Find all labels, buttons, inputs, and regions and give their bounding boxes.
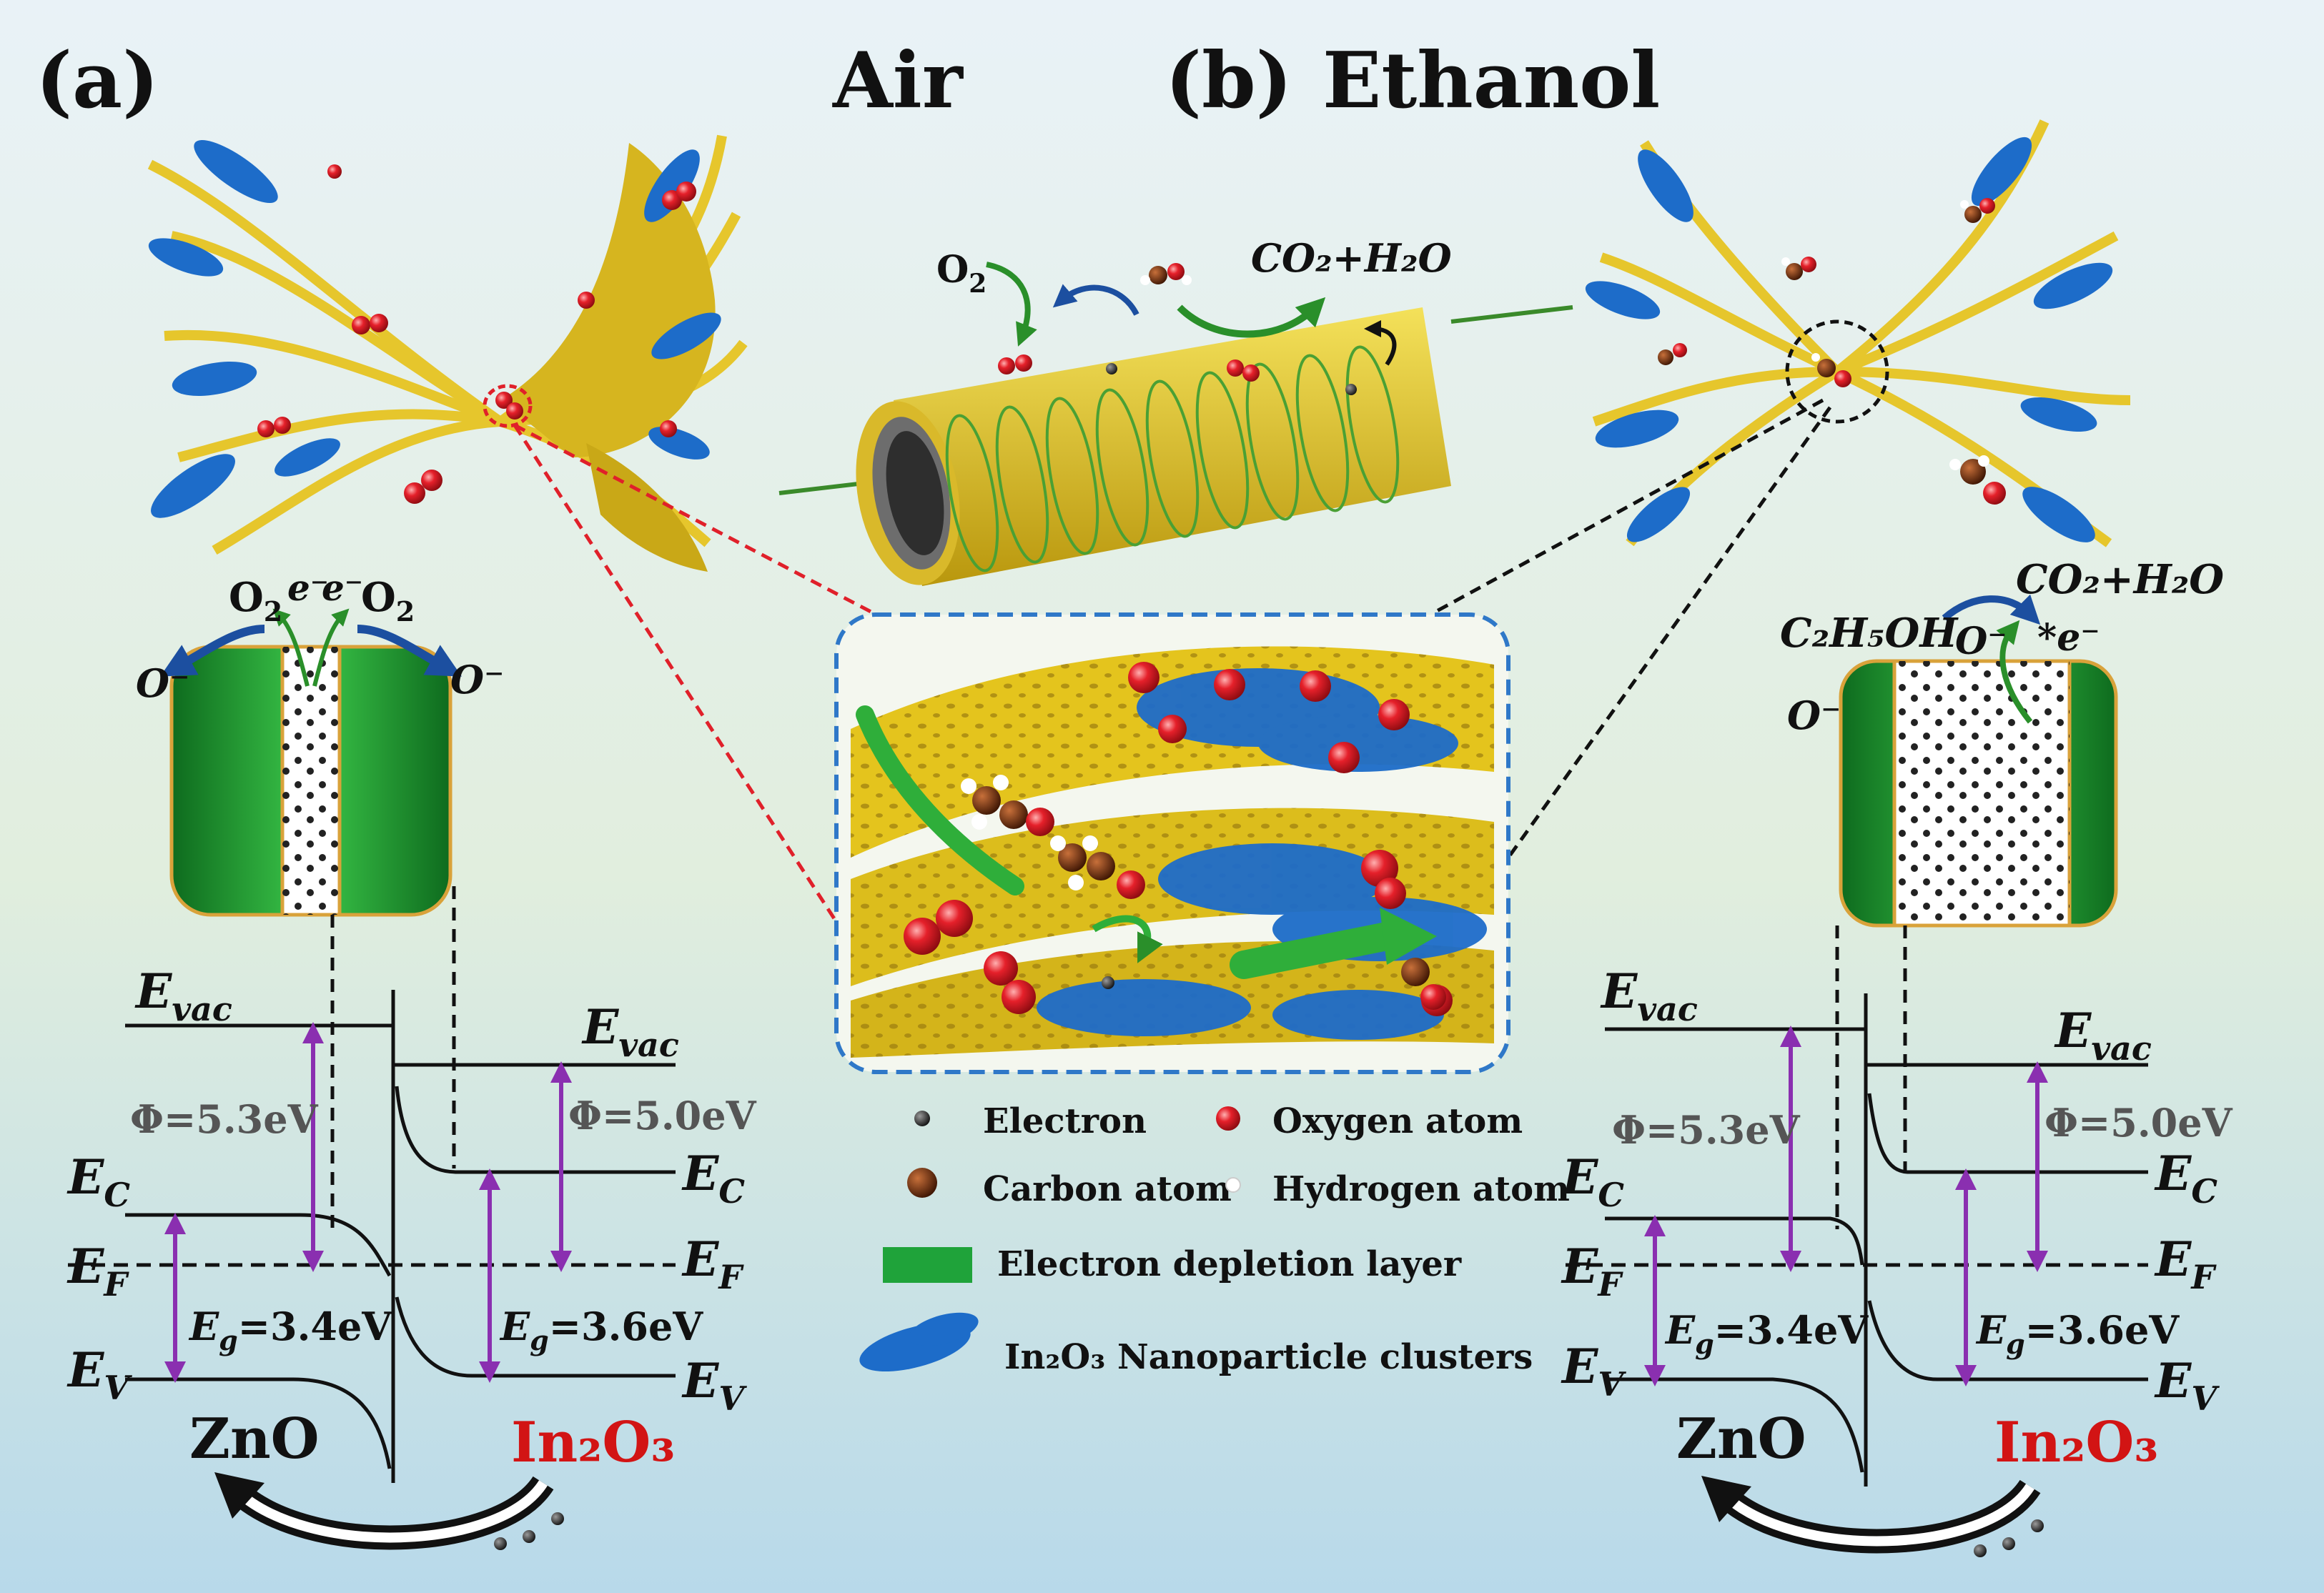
ethanol-ev-zno-label: EV: [1561, 1339, 1626, 1404]
air-e-left-label: e⁻: [287, 567, 329, 609]
air-ec-zno-label: EC: [66, 1149, 130, 1214]
legend-carbon-marker: [907, 1168, 937, 1198]
air-eg-in2o3-label: Eg=3.6eV: [499, 1304, 703, 1356]
ethanol-co2-h2o-label: CO₂+H₂O: [2016, 556, 2224, 603]
ethanol-ef-zno-label: EF: [1561, 1239, 1623, 1304]
zoom-detail-box: [834, 612, 1510, 1074]
legend-clusters-marker: [859, 1312, 979, 1372]
air-heading: Air: [832, 36, 964, 126]
legend: Electron Oxygen atom Carbon atom Hydroge…: [859, 1101, 1570, 1377]
band-diagram-air: Evac Evac Φ=5.3eV Φ=5.0eV EC EC EF EF Eg…: [66, 886, 757, 1550]
ethanol-eg-in2o3-label: Eg=3.6eV: [1975, 1307, 2180, 1360]
ethanol-heading: Ethanol: [1322, 36, 1660, 126]
cylinder-sensor-illustration: O2 CO₂+H₂O: [778, 235, 1573, 586]
air-in2o3-label: In₂O₃: [511, 1410, 675, 1475]
ethanol-evac-zno-label: Evac: [1600, 963, 1698, 1028]
ethanol-ec-zno-label: EC: [1561, 1149, 1624, 1214]
legend-depletion-label: Electron depletion layer: [997, 1244, 1462, 1284]
ethanol-o-minus-left-label: O⁻: [1787, 693, 1841, 738]
panel-b-label: (b): [1165, 36, 1292, 126]
ethanol-phi-zno-label: Φ=5.3eV: [1612, 1107, 1801, 1153]
air-o-minus-left-label: O⁻: [136, 660, 190, 706]
callout-line-air-lower: [513, 424, 839, 923]
cylinder-o2-label: O2: [936, 248, 987, 299]
legend-hydrogen-label: Hydrogen atom: [1272, 1169, 1570, 1209]
air-ef-zno-label: EF: [66, 1239, 129, 1304]
legend-clusters-label: In₂O₃ Nanoparticle clusters: [1004, 1337, 1533, 1377]
ethanol-phi-in2o3-label: Φ=5.0eV: [2044, 1100, 2233, 1146]
ethanol-eg-zno-label: Eg=3.4eV: [1664, 1307, 1869, 1360]
air-o-minus-right-label: O⁻: [450, 657, 505, 703]
legend-oxygen-marker: [1216, 1106, 1240, 1131]
ethanol-ef-in2o3-label: EF: [2154, 1231, 2217, 1296]
air-eg-zno-label: Eg=3.4eV: [188, 1304, 392, 1356]
depletion-layer-schematic-ethanol: CO₂+H₂O C₂H₅OH O⁻ *e⁻ O⁻: [1780, 556, 2224, 928]
nanoflower-illustration-air: [147, 134, 748, 572]
legend-electron-label: Electron: [983, 1101, 1147, 1141]
air-o2-left-label: O2: [229, 574, 282, 627]
nanoflower-illustration-ethanol: [1585, 119, 2131, 547]
air-ec-in2o3-label: EC: [681, 1146, 745, 1211]
ethanol-e-star-label: *e⁻: [2037, 616, 2100, 660]
legend-depletion-marker: [883, 1247, 972, 1283]
ethanol-evac-in2o3-label: Evac: [2054, 1003, 2152, 1068]
air-phi-in2o3-label: Φ=5.0eV: [568, 1093, 757, 1138]
ethanol-c2h5oh-label: C₂H₅OH: [1780, 610, 1959, 657]
legend-hydrogen-marker: [1225, 1177, 1241, 1193]
air-phi-zno-label: Φ=5.3eV: [130, 1096, 319, 1142]
depletion-layer-schematic-air: O2 e⁻ e⁻ O2 O⁻ O⁻: [136, 567, 505, 917]
air-evac-zno-label: Evac: [134, 963, 232, 1028]
ethanol-in2o3-label: In₂O₃: [1994, 1410, 2158, 1475]
ethanol-ec-in2o3-label: EC: [2154, 1146, 2217, 1211]
legend-electron-marker: [914, 1111, 930, 1126]
air-o2-right-label: O2: [361, 574, 415, 627]
air-e-right-label: e⁻: [322, 567, 363, 609]
air-ef-in2o3-label: EF: [681, 1231, 744, 1296]
callout-line-air: [513, 423, 891, 624]
air-zno-label: ZnO: [189, 1406, 320, 1472]
ethanol-zno-label: ZnO: [1676, 1406, 1806, 1472]
legend-oxygen-label: Oxygen atom: [1272, 1101, 1523, 1141]
ethanol-o-minus-top-label: O⁻: [1955, 620, 2007, 663]
legend-carbon-label: Carbon atom: [983, 1169, 1232, 1209]
air-evac-in2o3-label: Evac: [581, 999, 679, 1064]
air-ev-in2o3-label: EV: [681, 1353, 747, 1418]
ethanol-ev-in2o3-label: EV: [2154, 1353, 2220, 1418]
cylinder-co2-h2o-label: CO₂+H₂O: [1251, 235, 1452, 281]
air-ev-zno-label: EV: [66, 1342, 132, 1407]
panel-a-label: (a): [36, 36, 159, 126]
band-diagram-ethanol: Evac Evac Φ=5.3eV Φ=5.0eV EC EC EF EF Eg…: [1561, 925, 2233, 1557]
